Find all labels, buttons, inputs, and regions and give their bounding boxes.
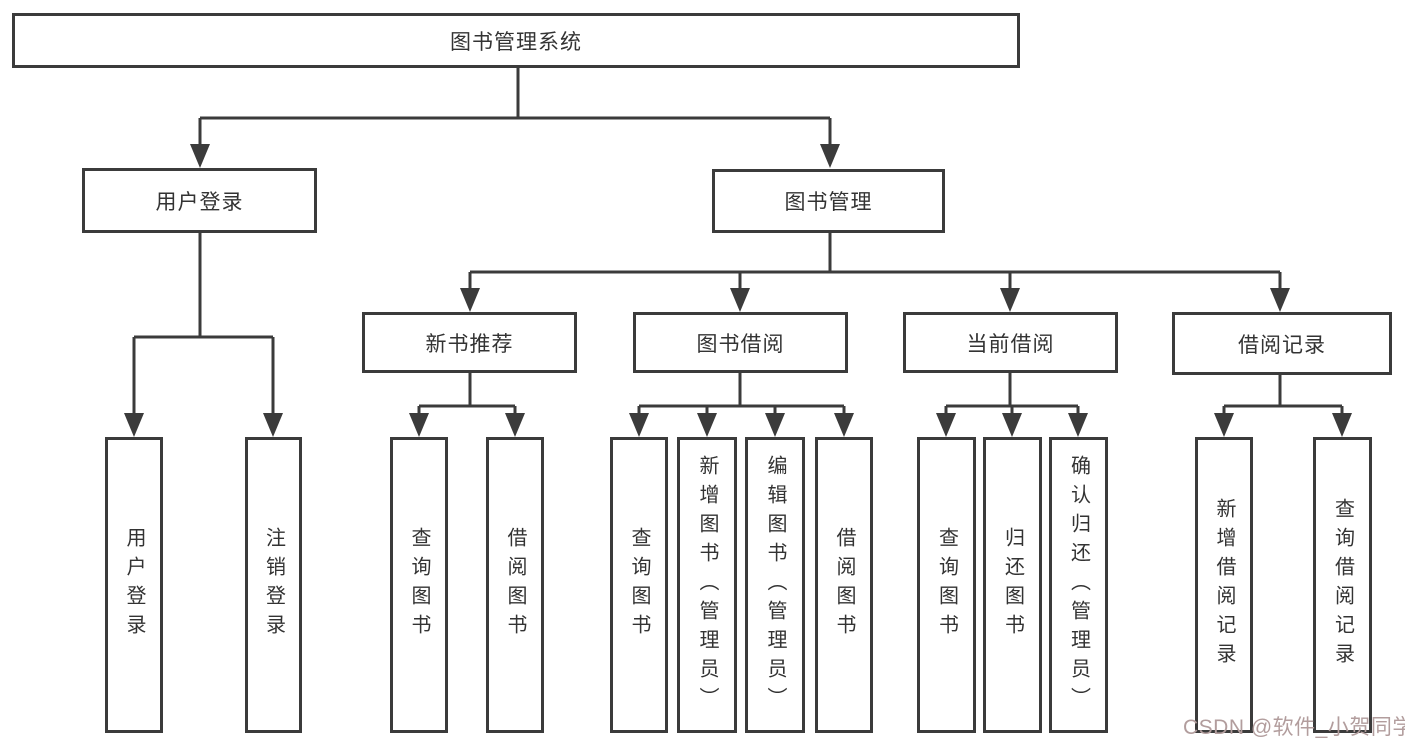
leaf-newbook-query-label: 查询图书 — [408, 527, 430, 643]
connector-new-book-branch — [417, 373, 517, 416]
node-root-system: 图书管理系统 — [12, 13, 1020, 68]
leaf-current-return-label: 归还图书 — [1001, 527, 1024, 643]
arrowheads — [124, 144, 1352, 437]
node-book-management: 图书管理 — [712, 169, 945, 233]
leaf-newbook-borrow: 借阅图书 — [486, 437, 544, 733]
node-book-borrowing-label: 图书借阅 — [696, 332, 785, 356]
leaf-current-return: 归还图书 — [983, 437, 1042, 733]
node-user-login-label: 用户登录 — [155, 190, 244, 214]
connector-user-login-branch — [132, 233, 275, 416]
node-book-borrowing: 图书借阅 — [633, 312, 848, 373]
arrow-to-leaf-cb-return — [1002, 413, 1022, 437]
leaf-borrow-query: 查询图书 — [610, 437, 668, 733]
arrow-to-leaf-bb-borrow — [834, 413, 854, 437]
arrow-to-leaf-user-login — [124, 413, 144, 437]
connector-current-borrow-branch — [944, 373, 1080, 416]
arrow-to-current-borrow — [1000, 288, 1020, 312]
arrow-to-leaf-logout — [263, 413, 283, 437]
connector-book-mgmt-branch — [468, 233, 1282, 290]
arrow-to-borrow-record — [1270, 288, 1290, 312]
arrow-to-leaf-bb-query — [629, 413, 649, 437]
node-user-login: 用户登录 — [82, 168, 317, 233]
leaf-current-query-label: 查询图书 — [935, 527, 958, 643]
leaf-borrow-add-admin: 新增图书（管理员） — [677, 437, 737, 733]
node-borrowing-records: 借阅记录 — [1172, 312, 1392, 375]
leaf-record-query: 查询借阅记录 — [1313, 437, 1372, 733]
leaf-borrow-book-label: 借阅图书 — [833, 527, 855, 643]
leaf-record-add: 新增借阅记录 — [1195, 437, 1253, 733]
arrow-to-leaf-br-add — [1214, 413, 1234, 437]
connector-root — [198, 68, 832, 146]
arrow-to-book-borrow — [730, 288, 750, 312]
leaf-borrow-add-admin-label: 新增图书（管理员） — [696, 454, 718, 716]
leaf-record-add-label: 新增借阅记录 — [1213, 498, 1235, 672]
node-borrowing-records-label: 借阅记录 — [1238, 333, 1326, 357]
leaf-borrow-query-label: 查询图书 — [628, 527, 650, 643]
arrow-to-leaf-cb-query — [936, 413, 956, 437]
leaf-user-login-label: 用户登录 — [123, 527, 145, 643]
arrow-to-leaf-nb-borrow — [505, 413, 525, 437]
node-book-management-label: 图书管理 — [784, 191, 873, 214]
leaf-logout-label: 注销登录 — [262, 527, 285, 643]
connector-book-borrow-branch — [637, 373, 846, 416]
csdn-watermark: CSDN @软件_小贺同学 — [1183, 716, 1405, 739]
node-current-borrowing-label: 当前借阅 — [966, 332, 1055, 356]
arrow-to-leaf-bb-add — [697, 413, 717, 437]
node-root-system-label: 图书管理系统 — [450, 30, 582, 54]
node-current-borrowing: 当前借阅 — [903, 312, 1118, 373]
arrow-to-leaf-bb-edit — [765, 413, 785, 437]
leaf-newbook-borrow-label: 借阅图书 — [504, 527, 526, 643]
node-new-book-recommend-label: 新书推荐 — [425, 332, 514, 356]
leaf-record-query-label: 查询借阅记录 — [1331, 498, 1354, 672]
leaf-borrow-edit-admin-label: 编辑图书（管理员） — [764, 454, 786, 716]
connector-lines — [132, 68, 1344, 416]
leaf-current-confirm-admin: 确认归还（管理员） — [1049, 437, 1108, 733]
arrow-to-new-book — [460, 288, 480, 312]
leaf-current-query: 查询图书 — [917, 437, 976, 733]
leaf-current-confirm-admin-label: 确认归还（管理员） — [1067, 454, 1090, 716]
leaf-borrow-book: 借阅图书 — [815, 437, 873, 733]
arrow-to-book-mgmt — [820, 144, 840, 168]
arrow-to-leaf-cb-confirm — [1068, 413, 1088, 437]
arrow-to-user-login — [190, 144, 210, 168]
leaf-newbook-query: 查询图书 — [390, 437, 448, 733]
leaf-user-login: 用户登录 — [105, 437, 163, 733]
arrow-to-leaf-br-query — [1332, 413, 1352, 437]
connector-borrow-record-branch — [1222, 373, 1344, 416]
node-new-book-recommend: 新书推荐 — [362, 312, 577, 373]
leaf-logout: 注销登录 — [245, 437, 302, 733]
leaf-borrow-edit-admin: 编辑图书（管理员） — [745, 437, 805, 733]
arrow-to-leaf-nb-query — [409, 413, 429, 437]
